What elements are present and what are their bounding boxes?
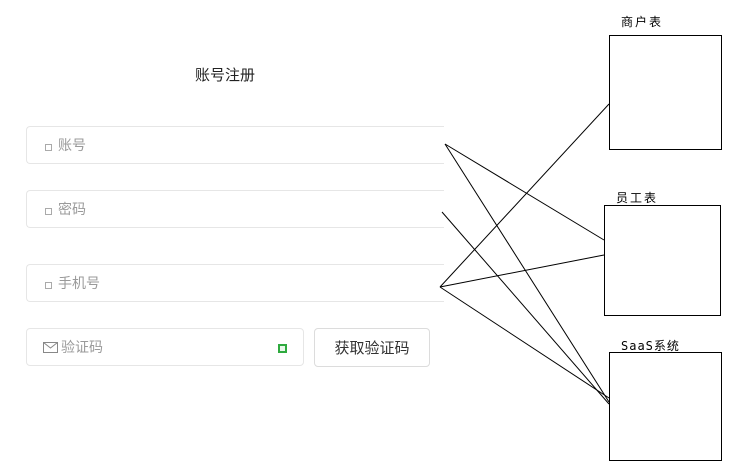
form-title: 账号注册 [195, 66, 256, 84]
password-field[interactable]: 密码 [26, 190, 444, 228]
connector-password-saas [441, 211, 610, 405]
phone-icon [45, 282, 52, 289]
saas-table-box [609, 352, 722, 461]
phone-placeholder: 手机号 [58, 276, 100, 292]
verification-code-field[interactable]: 验证码 [26, 328, 304, 366]
merchant-table-label: 商户表 [621, 15, 664, 29]
get-code-button[interactable]: 获取验证码 [314, 328, 430, 367]
lock-icon [45, 208, 52, 215]
connector-phone-merchant [439, 103, 610, 288]
connector-phone-saas [439, 286, 610, 399]
connector-phone-staff [439, 254, 605, 288]
connector-account-saas [444, 143, 610, 403]
account-field[interactable]: 账号 [26, 126, 444, 164]
code-placeholder: 验证码 [61, 340, 103, 356]
phone-field[interactable]: 手机号 [26, 264, 444, 302]
connector-account-staff [444, 143, 605, 241]
merchant-table-box [609, 35, 722, 150]
saas-table-label: SaaS系统 [621, 339, 680, 353]
user-icon [45, 144, 52, 151]
account-placeholder: 账号 [58, 138, 86, 154]
staff-table-box [604, 205, 721, 316]
staff-table-label: 员工表 [616, 191, 659, 205]
status-check-icon [278, 344, 287, 353]
mail-icon [43, 341, 58, 353]
password-placeholder: 密码 [58, 202, 86, 218]
